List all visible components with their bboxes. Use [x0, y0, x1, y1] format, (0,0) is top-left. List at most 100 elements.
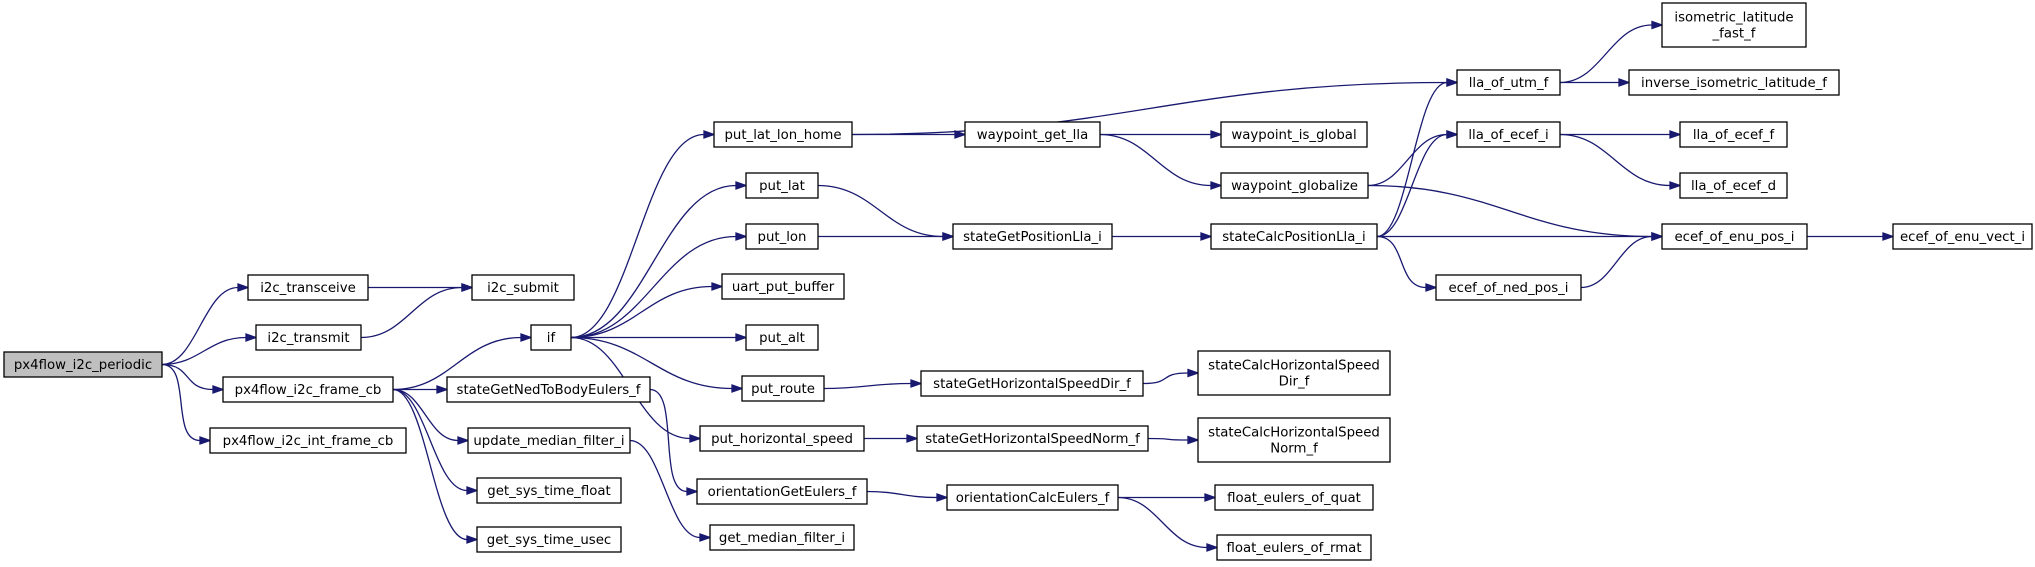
- edge-arrowhead: [1446, 78, 1459, 87]
- edge-arrowhead: [686, 487, 699, 496]
- node-waypoint-is-global[interactable]: waypoint_is_global: [1220, 121, 1368, 148]
- node-waypoint-get-lla[interactable]: waypoint_get_lla: [964, 121, 1101, 148]
- edge-waypoint-globalize-to-ecef-of-enu-pos-i: [1367, 184, 1664, 241]
- node-inverse-isometric-latitude-f[interactable]: inverse_isometric_latitude_f: [1628, 69, 1840, 96]
- edge-arrowhead: [1446, 130, 1459, 139]
- node-stategethorizontalspeednorm-f[interactable]: stateGetHorizontalSpeedNorm_f: [916, 425, 1149, 452]
- node-float-eulers-of-quat[interactable]: float_eulers_of_quat: [1214, 484, 1374, 511]
- node-lla-of-ecef-f[interactable]: lla_of_ecef_f: [1679, 121, 1788, 148]
- node-stategethorizontalspeeddir-f[interactable]: stateGetHorizontalSpeedDir_f: [920, 370, 1144, 397]
- node-label: lla_of_ecef_f: [1693, 128, 1775, 143]
- edge-stategetpositionlla-i-to-statecalcpositionlla-i: [1112, 232, 1213, 241]
- node-statecalcpositionlla-i[interactable]: stateCalcPositionLla_i: [1210, 223, 1378, 250]
- node-ecef-of-enu-pos-i[interactable]: ecef_of_enu_pos_i: [1661, 223, 1808, 250]
- node-frame-cb[interactable]: px4flow_i2c_frame_cb: [222, 376, 394, 403]
- node-box: [1214, 484, 1374, 511]
- node-lla-of-ecef-i[interactable]: lla_of_ecef_i: [1456, 121, 1561, 148]
- node-label: px4flow_i2c_int_frame_cb: [223, 434, 394, 449]
- edge-line: [851, 81, 1448, 136]
- node-box: [222, 376, 394, 403]
- node-i2c-transmit[interactable]: i2c_transmit: [255, 324, 362, 351]
- edge-line: [1376, 81, 1448, 238]
- node-box: [1679, 172, 1788, 199]
- edge-frame-cb-to-stategetnedtobodyeulers-f: [393, 385, 449, 394]
- edge-arrowhead: [520, 333, 533, 342]
- edge-lla-of-utm-f-to-isometric-latitude-fast-f: [1559, 20, 1664, 84]
- node-get-sys-time-usec[interactable]: get_sys_time_usec: [476, 526, 622, 553]
- node-box: [476, 477, 622, 504]
- node-ecef-of-enu-vect-i[interactable]: ecef_of_enu_vect_i: [1892, 223, 2033, 250]
- edge-arrowhead: [461, 283, 474, 292]
- edge-if-to-put-lat: [570, 181, 748, 339]
- edge-arrowhead: [466, 486, 479, 495]
- edge-line: [570, 235, 737, 339]
- edge-arrowhead: [199, 436, 212, 445]
- edge-put-lat-to-stategetpositionlla-i: [817, 184, 955, 241]
- edge-arrowhead: [735, 181, 748, 190]
- node-put-lat-lon-home[interactable]: put_lat_lon_home: [713, 121, 853, 148]
- edge-stategetnedtobodyeulers-f-to-orientationgeteulers-f: [649, 388, 699, 496]
- node-label: stateCalcHorizontalSpeed: [1208, 426, 1380, 441]
- node-put-route[interactable]: put_route: [741, 375, 825, 402]
- node-box: [1456, 121, 1561, 148]
- edge-if-to-put-route: [570, 336, 744, 393]
- node-put-horizontal-speed[interactable]: put_horizontal_speed: [699, 425, 865, 452]
- edge-orientationcalceulers-f-to-float-eulers-of-rmat: [1117, 496, 1219, 552]
- edge-if-to-put-alt: [570, 333, 748, 342]
- node-label: i2c_submit: [487, 281, 559, 296]
- edge-arrowhead: [942, 232, 955, 241]
- node-label: get_median_filter_i: [719, 531, 845, 546]
- node-stategetpositionlla-i[interactable]: stateGetPositionLla_i: [952, 223, 1113, 250]
- node-put-lat[interactable]: put_lat: [745, 172, 819, 199]
- node-orientationcalceulers-f[interactable]: orientationCalcEulers_f: [946, 484, 1119, 511]
- node-put-lon[interactable]: put_lon: [745, 223, 819, 250]
- edge-stategethorizontalspeeddir-f-to-statecalchorizontalspeeddir-f: [1142, 368, 1200, 385]
- edge-line: [161, 286, 239, 366]
- node-label: lla_of_ecef_d: [1691, 179, 1776, 194]
- edge-frame-cb-to-if: [392, 333, 533, 391]
- node-get-sys-time-float[interactable]: get_sys_time_float: [476, 477, 622, 504]
- node-if[interactable]: if: [530, 324, 572, 351]
- edge-root-to-int-frame-cb: [161, 363, 212, 445]
- node-get-median-filter-i[interactable]: get_median_filter_i: [709, 524, 855, 551]
- node-ecef-of-ned-pos-i[interactable]: ecef_of_ned_pos_i: [1435, 274, 1582, 301]
- node-box: [1197, 417, 1391, 463]
- node-isometric-latitude-fast-f[interactable]: isometric_latitude_fast_f: [1661, 2, 1807, 48]
- node-label: px4flow_i2c_periodic: [14, 358, 152, 373]
- node-box: [709, 524, 855, 551]
- node-label: get_sys_time_usec: [487, 533, 611, 548]
- edge-ecef-of-enu-pos-i-to-ecef-of-enu-vect-i: [1807, 232, 1895, 241]
- node-int-frame-cb[interactable]: px4flow_i2c_int_frame_cb: [209, 427, 407, 454]
- node-label: px4flow_i2c_frame_cb: [235, 383, 382, 398]
- edge-arrowhead: [212, 385, 225, 394]
- node-float-eulers-of-rmat[interactable]: float_eulers_of_rmat: [1216, 534, 1372, 561]
- node-box: [1661, 2, 1807, 48]
- node-lla-of-ecef-d[interactable]: lla_of_ecef_d: [1679, 172, 1788, 199]
- edge-frame-cb-to-update-median-filter-i: [392, 388, 470, 445]
- node-box: [446, 376, 651, 403]
- edge-line: [161, 363, 214, 391]
- node-i2c-submit[interactable]: i2c_submit: [471, 274, 575, 301]
- node-put-alt[interactable]: put_alt: [745, 324, 819, 351]
- node-box: [1216, 534, 1372, 561]
- edge-if-to-put-lat-lon-home: [570, 130, 716, 339]
- node-root[interactable]: px4flow_i2c_periodic: [3, 351, 163, 378]
- edge-statecalcpositionlla-i-to-lla-of-utm-f: [1376, 78, 1459, 238]
- node-stategetnedtobodyeulers-f[interactable]: stateGetNedToBodyEulers_f: [446, 376, 651, 403]
- node-box: [1661, 223, 1808, 250]
- node-i2c-transceive[interactable]: i2c_transceive: [247, 274, 369, 301]
- node-lla-of-utm-f[interactable]: lla_of_utm_f: [1456, 69, 1561, 96]
- edge-arrowhead: [1187, 368, 1200, 378]
- node-uart-put-buffer[interactable]: uart_put_buffer: [721, 273, 845, 300]
- node-update-median-filter-i[interactable]: update_median_filter_i: [467, 427, 631, 454]
- node-label: waypoint_get_lla: [977, 128, 1088, 143]
- edge-arrowhead: [703, 130, 716, 139]
- edge-line: [1142, 372, 1189, 385]
- edge-put-lon-to-stategetpositionlla-i: [818, 232, 955, 241]
- node-box: [745, 223, 819, 250]
- node-orientationgeteulers-f[interactable]: orientationGetEulers_f: [696, 478, 868, 505]
- edge-statecalcpositionlla-i-to-ecef-of-ned-pos-i: [1376, 235, 1438, 292]
- node-waypoint-globalize[interactable]: waypoint_globalize: [1220, 172, 1369, 199]
